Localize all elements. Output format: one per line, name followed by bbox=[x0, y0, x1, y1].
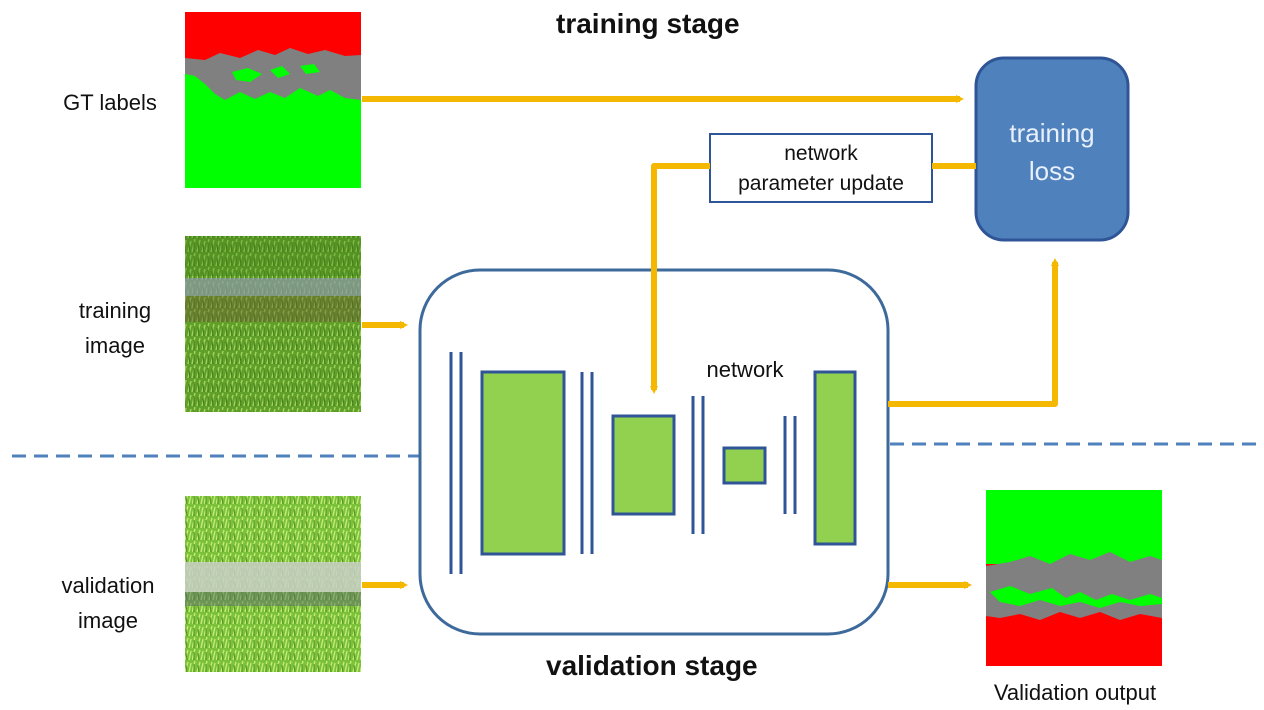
parameter-update-line1: network bbox=[784, 142, 858, 165]
training-image-label-line2: image bbox=[85, 333, 145, 358]
network-label: network bbox=[706, 357, 784, 382]
parameter-update-line2: parameter update bbox=[738, 172, 904, 195]
validation-image-label-line1: validation bbox=[61, 573, 155, 598]
layer-block bbox=[480, 370, 566, 556]
network-layers bbox=[449, 352, 857, 574]
validation-stage-title: validation stage bbox=[546, 650, 758, 681]
parameter-update-box bbox=[709, 133, 933, 203]
training-image-label-line1: training bbox=[78, 298, 152, 323]
gt-labels-label: GT labels bbox=[63, 90, 157, 115]
validation-output-label: Validation output bbox=[993, 680, 1157, 705]
arrow-update-to-network bbox=[650, 163, 710, 394]
training-loss-line1: training bbox=[1009, 118, 1095, 148]
training-image bbox=[185, 236, 361, 412]
training-stage-title: training stage bbox=[556, 8, 740, 39]
validation-image-label-line2: image bbox=[78, 608, 138, 633]
layer-block bbox=[813, 370, 857, 546]
validation-output-image bbox=[986, 490, 1162, 666]
training-loss-box bbox=[974, 56, 1130, 242]
gt-label-image bbox=[185, 12, 361, 188]
training-loss-line2: loss bbox=[1028, 156, 1076, 186]
arrow-network-to-loss bbox=[888, 258, 1059, 407]
validation-image bbox=[185, 496, 361, 672]
layer-block bbox=[611, 414, 676, 516]
layer-block bbox=[722, 446, 767, 485]
